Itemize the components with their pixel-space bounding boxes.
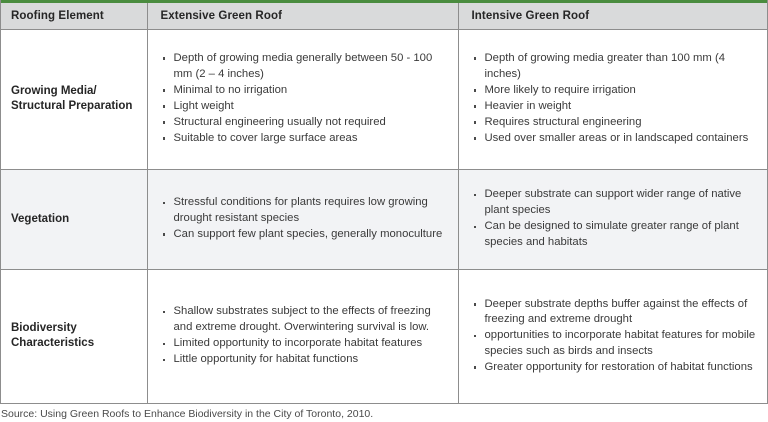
green-roof-comparison-table: Roofing Element Extensive Green Roof Int… — [0, 0, 768, 404]
extensive-cell: Shallow substrates subject to the effect… — [147, 269, 459, 403]
accent-bar — [1, 0, 767, 3]
bullet-list-intensive: Deeper substrate depths buffer against t… — [472, 297, 758, 376]
comparison-table: Roofing Element Extensive Green Roof Int… — [1, 3, 767, 403]
list-item: Structural engineering usually not requi… — [161, 115, 448, 131]
row-label-biodiversity: Biodiversity Characteristics — [11, 322, 95, 350]
column-header-extensive-green-roof: Extensive Green Roof — [147, 3, 459, 30]
list-item: Used over smaller areas or in landscaped… — [472, 131, 758, 147]
table-body: Growing Media/ Structural Preparation De… — [1, 29, 767, 403]
column-header-roofing-element: Roofing Element — [1, 3, 148, 30]
table-header: Roofing Element Extensive Green Roof Int… — [1, 3, 767, 30]
list-item: Depth of growing media greater than 100 … — [472, 51, 758, 82]
list-item: Shallow substrates subject to the effect… — [161, 304, 448, 335]
intensive-cell: Depth of growing media greater than 100 … — [458, 29, 767, 170]
list-item: Light weight — [161, 99, 448, 115]
row-label-cell: Vegetation — [1, 169, 148, 270]
intensive-cell: Deeper substrate depths buffer against t… — [458, 269, 767, 403]
list-item: Requires structural engineering — [472, 115, 758, 131]
header-row: Roofing Element Extensive Green Roof Int… — [1, 3, 767, 30]
list-item: Greater opportunity for restoration of h… — [472, 360, 758, 376]
list-item: Deeper substrate depths buffer against t… — [472, 297, 758, 328]
list-item: Minimal to no irrigation — [161, 83, 448, 99]
row-label-cell: Growing Media/ Structural Preparation — [1, 29, 148, 170]
list-item: Depth of growing media generally between… — [161, 51, 448, 82]
list-item: Can support few plant species, generally… — [161, 227, 448, 243]
extensive-cell: Depth of growing media generally between… — [147, 29, 459, 170]
list-item: Stressful conditions for plants requires… — [161, 195, 448, 226]
bullet-list-extensive: Depth of growing media generally between… — [161, 51, 448, 147]
list-item: opportunities to incorporate habitat fea… — [472, 328, 758, 359]
list-item: More likely to require irrigation — [472, 83, 758, 99]
list-item: Deeper substrate can support wider range… — [472, 187, 758, 218]
list-item: Suitable to cover large surface areas — [161, 131, 448, 147]
column-header-intensive-green-roof: Intensive Green Roof — [458, 3, 767, 30]
bullet-list-intensive: Depth of growing media greater than 100 … — [472, 51, 758, 147]
table-row: Vegetation Stressful conditions for plan… — [1, 169, 767, 270]
bullet-list-extensive: Stressful conditions for plants requires… — [161, 195, 448, 242]
row-label-growing-media: Growing Media/ Structural Preparation — [11, 85, 133, 112]
table-row: Growing Media/ Structural Preparation De… — [1, 29, 767, 170]
list-item: Can be designed to simulate greater rang… — [472, 219, 758, 250]
list-item: Heavier in weight — [472, 99, 758, 115]
intensive-cell: Deeper substrate can support wider range… — [458, 169, 767, 270]
source-caption: Source: Using Green Roofs to Enhance Bio… — [1, 408, 374, 420]
bullet-list-extensive: Shallow substrates subject to the effect… — [161, 304, 448, 367]
list-item: Little opportunity for habitat functions — [161, 352, 448, 368]
row-label-cell: Biodiversity Characteristics — [1, 269, 148, 403]
row-label-vegetation: Vegetation — [11, 212, 70, 225]
list-item: Limited opportunity to incorporate habit… — [161, 336, 448, 352]
table-row: Biodiversity Characteristics Shallow sub… — [1, 269, 767, 403]
bullet-list-intensive: Deeper substrate can support wider range… — [472, 187, 758, 250]
extensive-cell: Stressful conditions for plants requires… — [147, 169, 459, 270]
